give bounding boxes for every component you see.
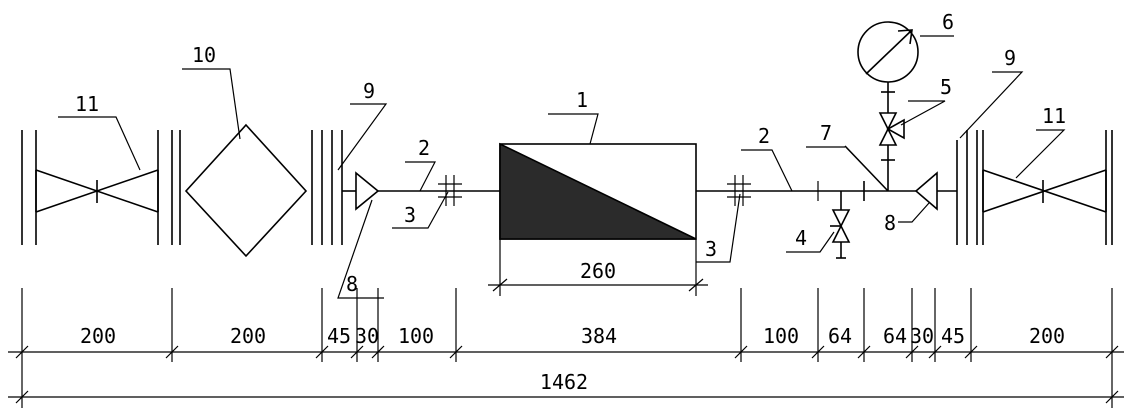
callout-8-right: 8 (884, 211, 896, 235)
callout-11-left: 11 (75, 92, 99, 116)
callout-5: 5 (940, 75, 952, 99)
callout-2-right: 2 (758, 124, 770, 148)
segment-label: 384 (581, 324, 617, 348)
callout-3-left: 3 (404, 203, 416, 227)
gauge-valve (878, 82, 905, 160)
dimension-tick (1105, 345, 1119, 359)
callout-11-right: 11 (1042, 104, 1066, 128)
filter (179, 123, 323, 258)
pressure-gauge (857, 21, 919, 83)
callout-1: 1 (576, 88, 588, 112)
dimension-tick (350, 345, 364, 359)
right-flange (956, 130, 968, 245)
total-length-label: 1462 (540, 370, 588, 394)
segment-label: 64 (883, 324, 907, 348)
segment-label: 30 (910, 324, 934, 348)
dimension-tick (315, 345, 329, 359)
dimension-tick (811, 345, 825, 359)
callout-6: 6 (942, 10, 954, 34)
segment-dimension-chain (8, 288, 1124, 408)
segment-label: 200 (1029, 324, 1065, 348)
dimension-tick (905, 345, 919, 359)
left-reducer (342, 171, 380, 211)
dimension-tick (964, 345, 978, 359)
segment-label: 200 (80, 324, 116, 348)
left-gate-valve (21, 130, 173, 245)
right-reducer (914, 171, 957, 211)
callout-7: 7 (820, 121, 832, 145)
callout-9-left: 9 (363, 79, 375, 103)
segment-label: 45 (941, 324, 965, 348)
segment-label: 64 (828, 324, 852, 348)
dimension-tick (15, 390, 29, 404)
segment-label: 200 (230, 324, 266, 348)
dimension-tick (449, 345, 463, 359)
dimension-tick (1105, 390, 1119, 404)
callout-labels: 11 10 9 8 2 3 1 2 3 7 4 8 5 6 9 11 (75, 10, 1066, 296)
dimension-tick (734, 345, 748, 359)
callout-10: 10 (192, 43, 216, 67)
dimension-tick (165, 345, 179, 359)
left-flange (331, 130, 343, 245)
callout-8-left: 8 (346, 272, 358, 296)
right-pipe (696, 175, 916, 206)
callout-2-left: 2 (418, 136, 430, 160)
right-gate-valve (976, 130, 1113, 245)
segment-labels: 200 200 45 30 100 384 100 64 64 30 45 20… (80, 324, 1065, 394)
segment-label: 100 (763, 324, 799, 348)
segment-label: 30 (355, 324, 379, 348)
dimension-tick (15, 345, 29, 359)
meter-width-label: 260 (580, 259, 616, 283)
segment-label: 45 (327, 324, 351, 348)
flow-meter (499, 142, 697, 240)
leader-lines (58, 35, 1066, 299)
segment-label: 100 (398, 324, 434, 348)
left-pipe (378, 175, 500, 206)
callout-3-right: 3 (705, 237, 717, 261)
dimension-tick (857, 345, 871, 359)
callout-9-right: 9 (1004, 46, 1016, 70)
drain-valve (830, 191, 851, 259)
callout-4: 4 (795, 226, 807, 250)
dimension-tick (928, 345, 942, 359)
meter-width-dimension: 260 (488, 239, 708, 296)
dimension-tick (371, 345, 385, 359)
